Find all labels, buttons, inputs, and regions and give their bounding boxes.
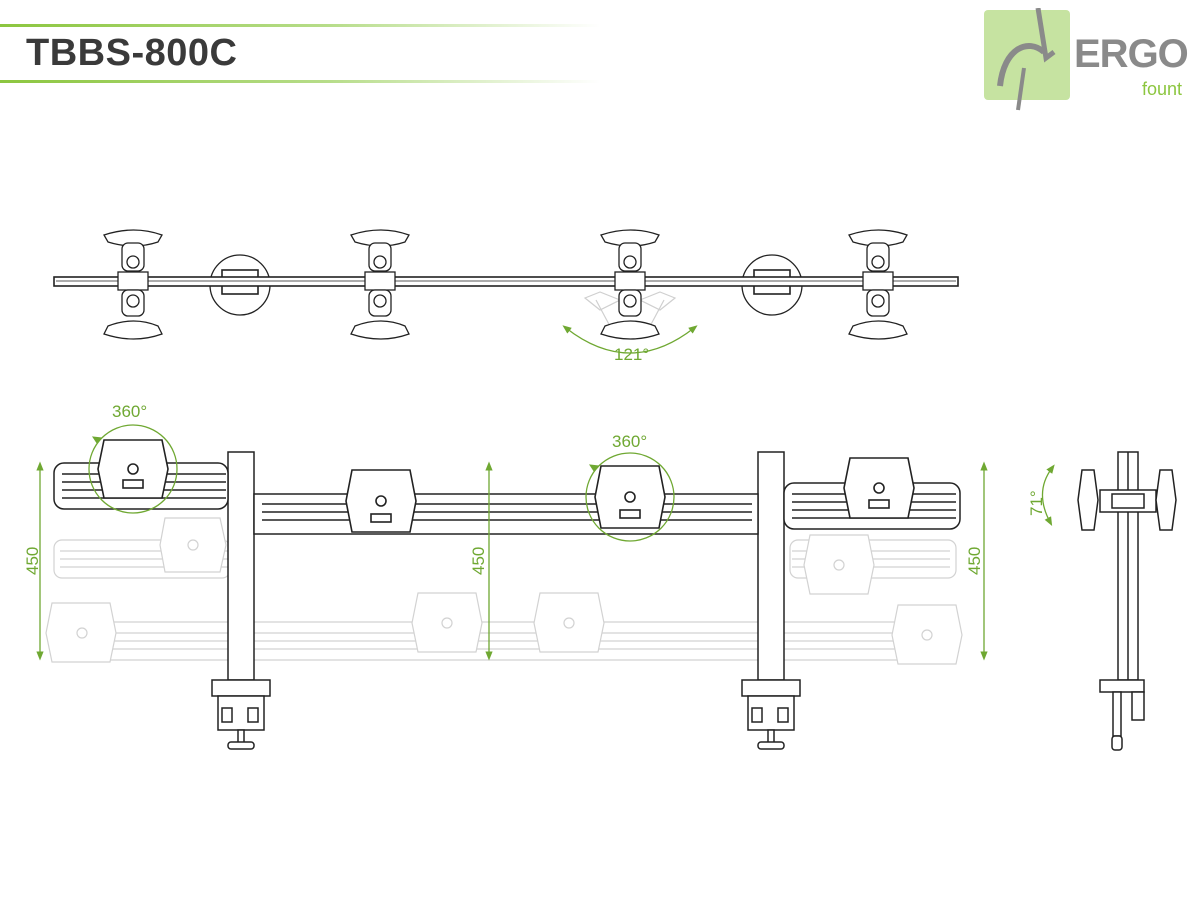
front-view-vesa-plate-3 <box>594 465 666 529</box>
front-view-bar-center <box>253 493 759 535</box>
header-rule-top <box>0 24 600 27</box>
front-view: 360° 360° 450 450 450 <box>23 402 988 750</box>
front-view-vesa-plate-2 <box>345 469 417 533</box>
product-model-title: TBBS-800C <box>26 32 238 74</box>
front-view-ghost-positions <box>45 517 963 665</box>
rotation-indicator-center <box>585 452 675 542</box>
swivel-angle-arc <box>562 325 698 354</box>
ergofount-logo-icon <box>984 8 1070 111</box>
height-label-right: 450 <box>965 547 984 575</box>
top-view-bracket-1 <box>103 229 163 340</box>
rotation-label-left: 360° <box>112 402 147 421</box>
top-view: 121° <box>53 229 959 364</box>
rotation-indicator-left <box>88 424 178 514</box>
height-label-left: 450 <box>23 547 42 575</box>
top-view-bracket-4 <box>848 229 908 340</box>
top-view-crossbar <box>53 276 959 287</box>
side-view-bracket-right <box>1155 469 1177 531</box>
logo-wordmark: ERGO <box>1074 32 1189 76</box>
front-view-vesa-plate-4 <box>843 457 915 519</box>
rotation-label-center: 360° <box>612 432 647 451</box>
height-label-center: 450 <box>469 547 488 575</box>
front-view-post-right <box>741 451 801 750</box>
header-rule-bottom <box>0 80 600 83</box>
top-view-bracket-2 <box>350 229 410 340</box>
side-view: 71° <box>1027 451 1177 751</box>
front-view-vesa-plate-1 <box>97 439 169 499</box>
swivel-angle-label: 121° <box>614 345 649 364</box>
front-view-post-left <box>211 451 271 750</box>
header: TBBS-800C <box>0 0 1200 110</box>
logo-subword: fount <box>1142 79 1183 99</box>
tilt-angle-label: 71° <box>1027 490 1046 516</box>
tilt-angle-arc <box>1041 464 1055 527</box>
side-view-bracket-left <box>1077 469 1099 531</box>
side-view-clamp <box>1099 679 1145 693</box>
